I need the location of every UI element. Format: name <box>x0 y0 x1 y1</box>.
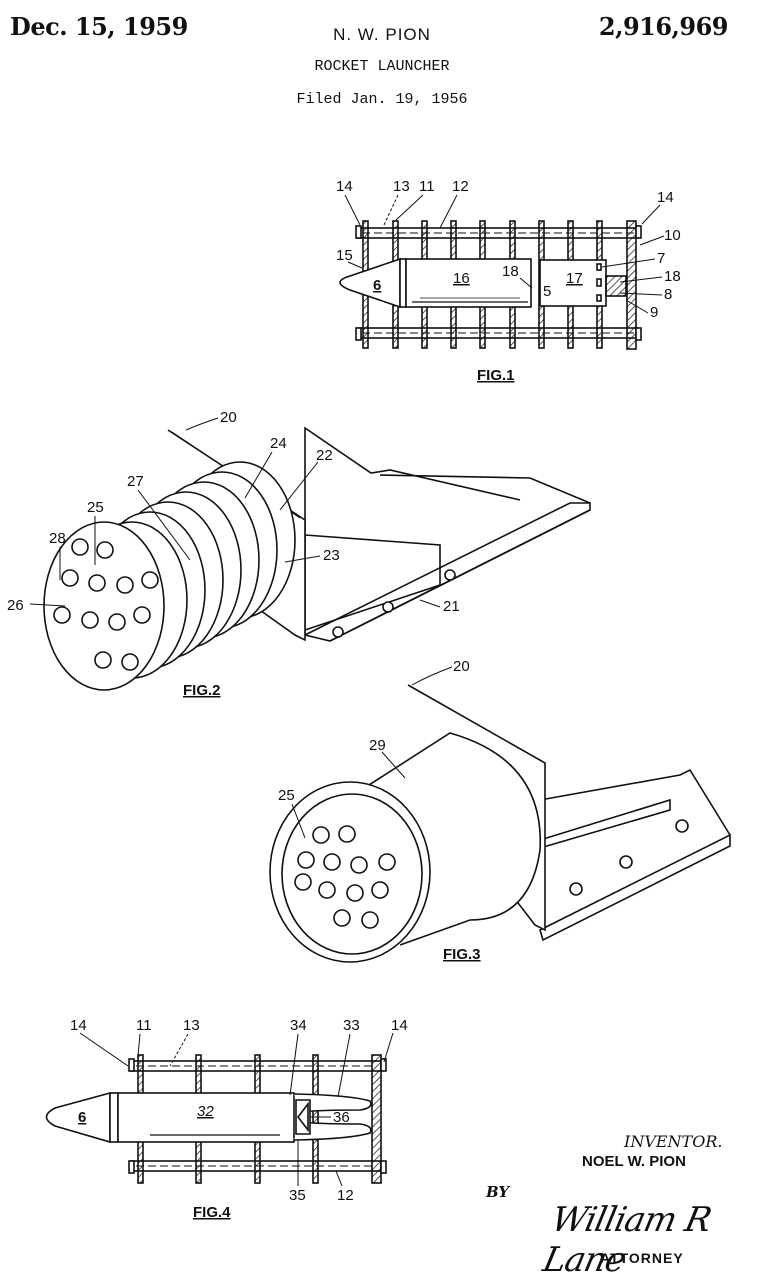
fig2-label: 24 <box>270 435 287 452</box>
fig3-label: 25 <box>278 787 295 804</box>
fig1-booster <box>539 259 607 307</box>
fig4-label: 13 <box>183 1017 200 1034</box>
fig4-caption: FIG.4 <box>193 1204 231 1221</box>
fig4-rocket-body <box>117 1092 295 1143</box>
by-label: BY <box>486 1183 510 1201</box>
fig4-label: 33 <box>343 1017 360 1034</box>
fig1-label: 5 <box>543 283 551 300</box>
figure-2 <box>43 426 591 691</box>
fig4-label: 11 <box>136 1017 152 1034</box>
figure-1 <box>339 220 642 350</box>
fig1-label: 7 <box>657 250 665 267</box>
fig1-end-plate <box>626 220 637 350</box>
fig1-label: 15 <box>336 247 353 264</box>
fig1-label: 13 <box>393 178 410 195</box>
inventor-label: INVENTOR. <box>624 1132 723 1151</box>
fig4-label: 36 <box>333 1109 350 1126</box>
fig3-caption: FIG.3 <box>443 946 481 963</box>
fig1-label: 11 <box>419 178 435 195</box>
fig2-label: 22 <box>316 447 333 464</box>
fig1-caption: FIG.1 <box>477 367 515 384</box>
fig1-label: 18 <box>502 263 519 280</box>
fig1-label: 14 <box>657 189 674 206</box>
fig1-label: 9 <box>650 304 658 321</box>
fig3-label: 20 <box>453 658 470 675</box>
inventor-short-name: N. W. PION <box>333 25 431 44</box>
fig4-label: 35 <box>289 1187 306 1204</box>
patent-date: Dec. 15, 1959 <box>10 12 188 41</box>
fig4-label: 34 <box>290 1017 307 1034</box>
patent-number: 2,916,969 <box>598 12 729 41</box>
fig4-label: 14 <box>70 1017 87 1034</box>
fig1-label: 12 <box>452 178 469 195</box>
fig1-label: 8 <box>664 286 672 303</box>
fig2-labels: 20 24 22 27 25 28 23 26 21 FIG.2 <box>7 409 460 699</box>
fig3-tube-holes <box>294 825 396 929</box>
figure-3 <box>269 684 731 963</box>
attorney-signature: William R Lane <box>539 1200 715 1280</box>
fig2-label: 23 <box>323 547 340 564</box>
fig4-label: 32 <box>197 1103 214 1120</box>
fig2-label: 26 <box>7 597 24 614</box>
figure-4 <box>45 1054 387 1184</box>
fig3-labels: 20 29 25 FIG.3 <box>278 658 481 963</box>
fig2-front-disc <box>43 521 165 691</box>
fig1-rocket-nose <box>339 257 401 309</box>
fig2-caption: FIG.2 <box>183 682 221 699</box>
fig1-label: 17 <box>566 270 583 287</box>
fig4-label: 14 <box>391 1017 408 1034</box>
patent-title: ROCKET LAUNCHER <box>314 58 450 75</box>
fig1-label: 10 <box>664 227 681 244</box>
fig4-end-plate <box>371 1054 382 1184</box>
inventor-name: NOEL W. PION <box>582 1153 686 1170</box>
fig2-label: 20 <box>220 409 237 426</box>
fig2-label: 28 <box>49 530 66 547</box>
fig3-label: 29 <box>369 737 386 754</box>
fig4-label: 6 <box>78 1109 86 1126</box>
fig4-label: 12 <box>337 1187 354 1204</box>
fig1-label: 16 <box>453 270 470 287</box>
fig4-labels: 14 11 13 34 33 14 6 32 36 35 12 FIG.4 <box>70 1017 408 1221</box>
fig2-label: 25 <box>87 499 104 516</box>
fig1-label: 14 <box>336 178 353 195</box>
fig1-label: 6 <box>373 277 381 294</box>
fig1-spring <box>605 275 627 297</box>
fig1-labels: 14 13 11 12 14 10 15 6 16 18 5 17 7 18 8… <box>336 178 681 384</box>
attorney-label: ATTORNEY <box>600 1250 684 1266</box>
fig2-tube-holes <box>53 538 159 671</box>
fig2-label: 21 <box>443 598 460 615</box>
fig1-label: 18 <box>664 268 681 285</box>
fig1-rocket-body <box>405 258 532 308</box>
filed-date: Filed Jan. 19, 1956 <box>296 91 468 108</box>
fig2-label: 27 <box>127 473 144 490</box>
